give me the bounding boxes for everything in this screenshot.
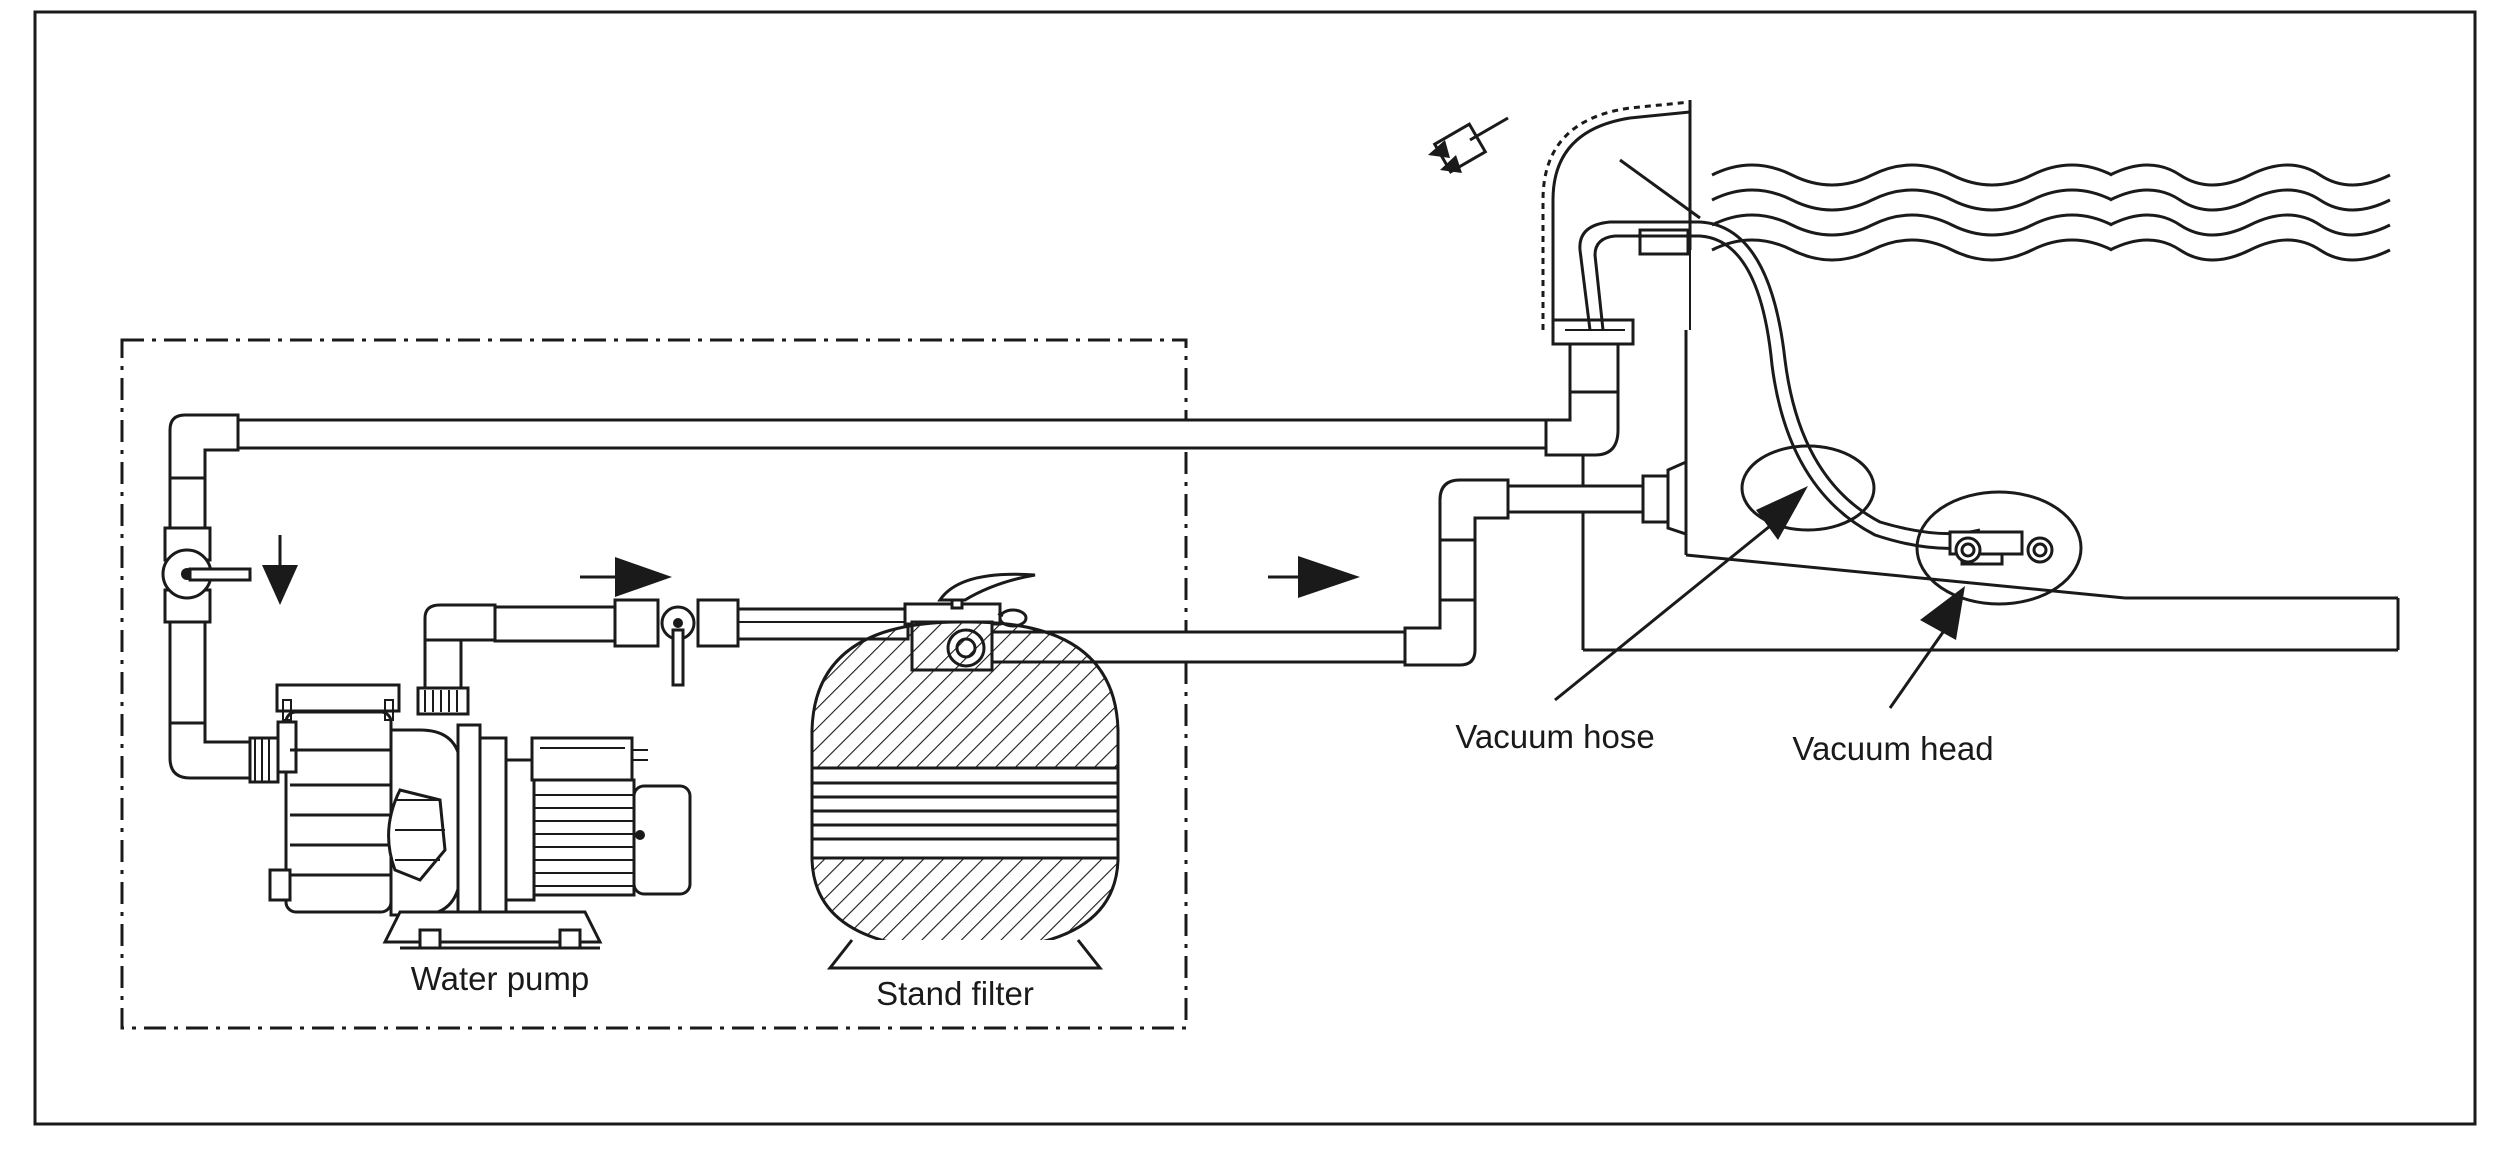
water-surface (1711, 163, 2391, 262)
water-pump-label: Water pump (411, 960, 590, 997)
vacuum-head-callout (1915, 490, 2083, 606)
skimmer (1541, 100, 1701, 394)
piping (161, 390, 1620, 784)
outer-frame (33, 10, 2477, 1126)
water-pump (268, 683, 692, 950)
vacuum-hose-label: Vacuum hose (1455, 718, 1654, 755)
vacuum-head (1948, 530, 2054, 566)
vacuum-hose-callout (1740, 444, 1876, 532)
stand-filter (810, 572, 1120, 970)
flow-arrows (262, 535, 1360, 605)
vacuum-head-label: Vacuum head (1792, 730, 1993, 767)
pool-structure (1581, 100, 2400, 652)
vacuum-hose (1578, 220, 1981, 550)
stand-filter-label: Stand filter (876, 975, 1034, 1012)
equipment-boundary (120, 338, 1188, 1030)
flow-arrow-skimmer (1428, 116, 1509, 174)
callout-arrows (1554, 486, 1965, 709)
return-inlet (1506, 459, 1688, 537)
